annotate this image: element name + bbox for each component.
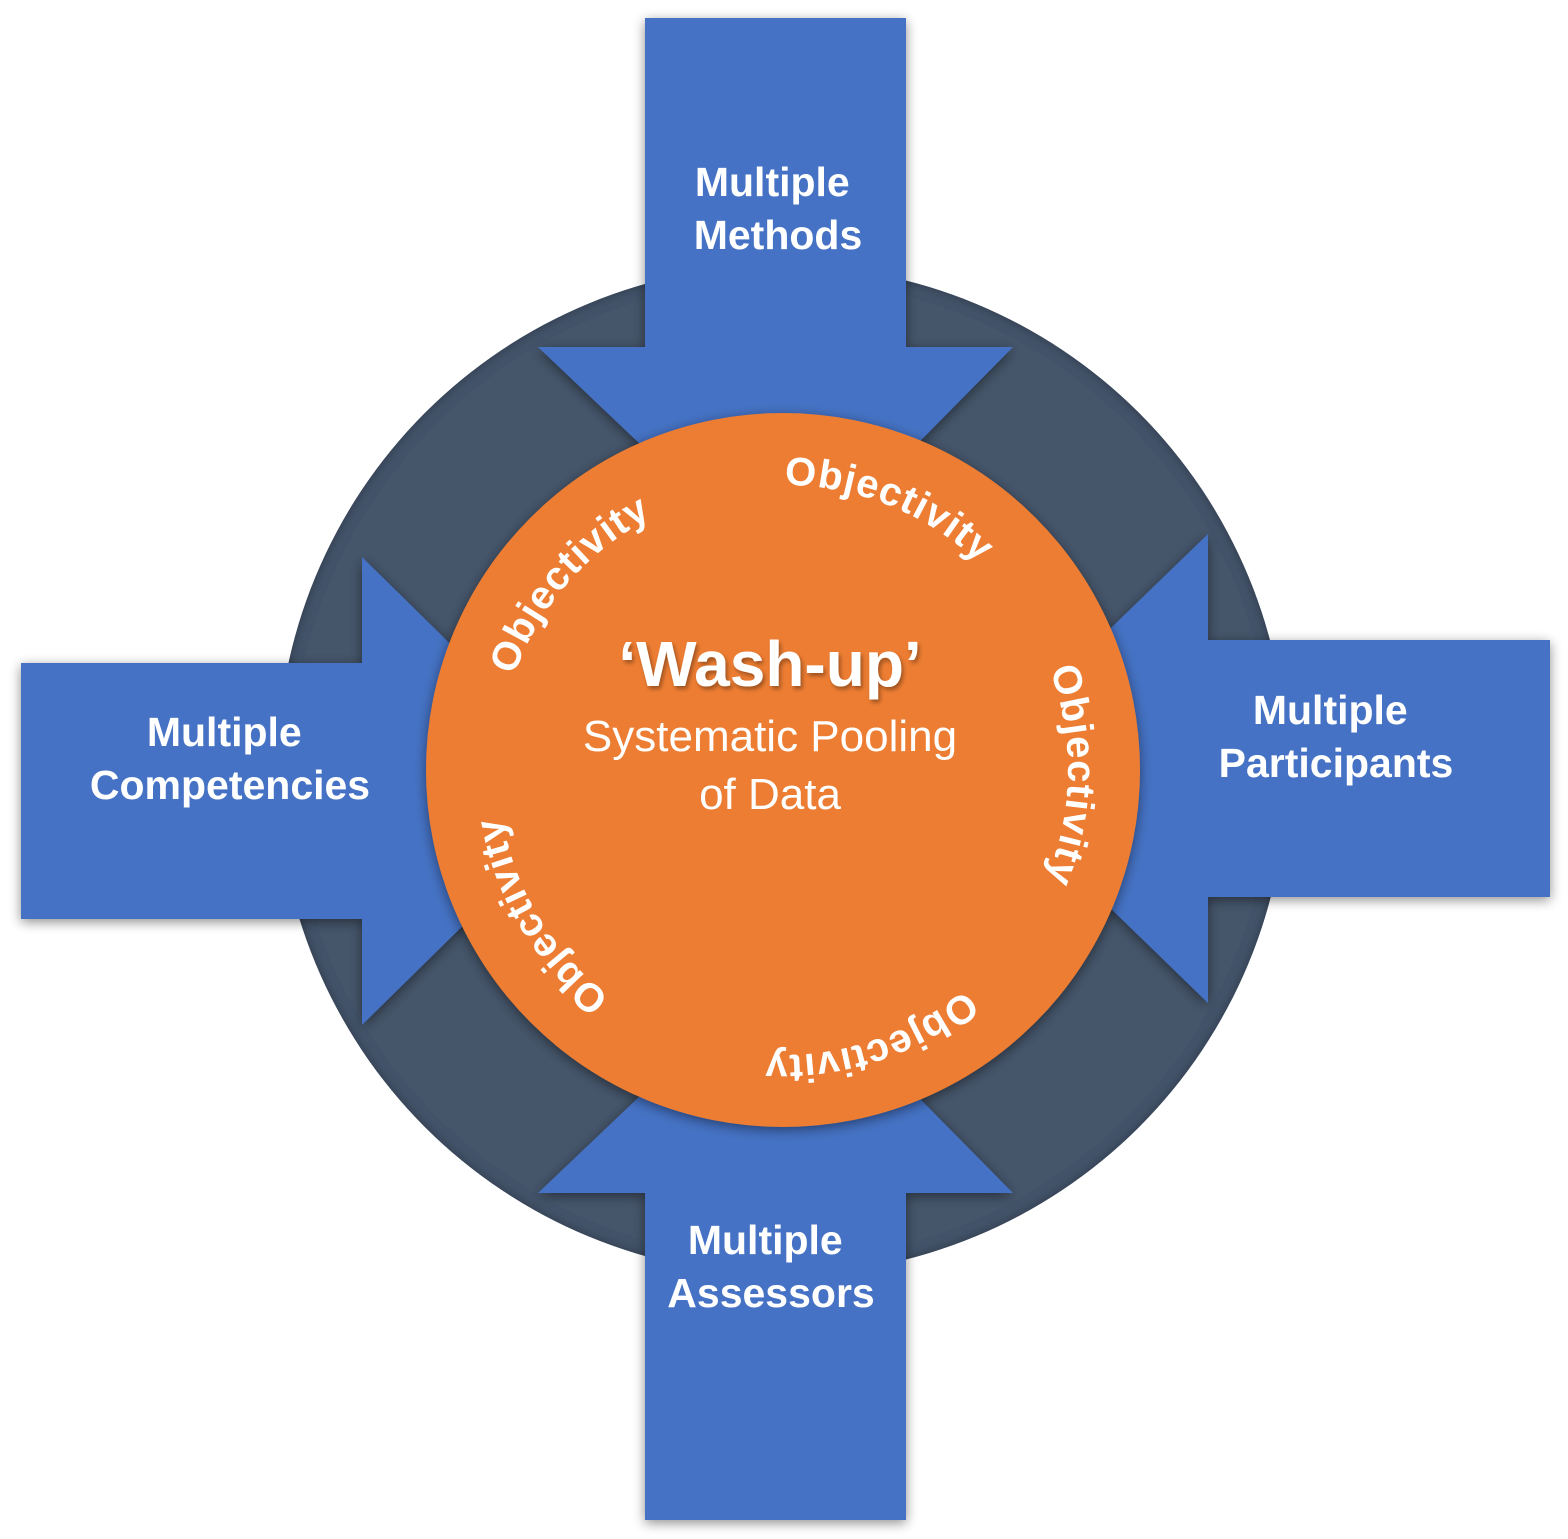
arrow-right-label: Multiple Participants: [1219, 687, 1454, 786]
arrow-left-label: Multiple Competencies: [90, 709, 370, 808]
arrow-bottom-label: Multiple Assessors: [667, 1217, 874, 1316]
arrow-top-label: Multiple Methods: [694, 159, 863, 258]
center-subtitle-line2: of Data: [699, 770, 841, 819]
core-circle: [426, 413, 1140, 1127]
arrow-bottom-label-line1: Multiple: [688, 1217, 843, 1263]
arrow-top-label-line1: Multiple: [695, 159, 850, 205]
arrow-bottom-label-line2: Assessors: [667, 1270, 874, 1316]
center-subtitle-line1: Systematic Pooling: [583, 712, 957, 761]
arrow-right-label-line1: Multiple: [1253, 687, 1408, 733]
arrow-left-label-line1: Multiple: [147, 709, 302, 755]
arrow-right-label-line2: Participants: [1219, 740, 1454, 786]
center-title: ‘Wash-up’: [618, 628, 921, 700]
arrow-left-label-line2: Competencies: [90, 762, 370, 808]
arrow-top-label-line2: Methods: [694, 212, 863, 258]
